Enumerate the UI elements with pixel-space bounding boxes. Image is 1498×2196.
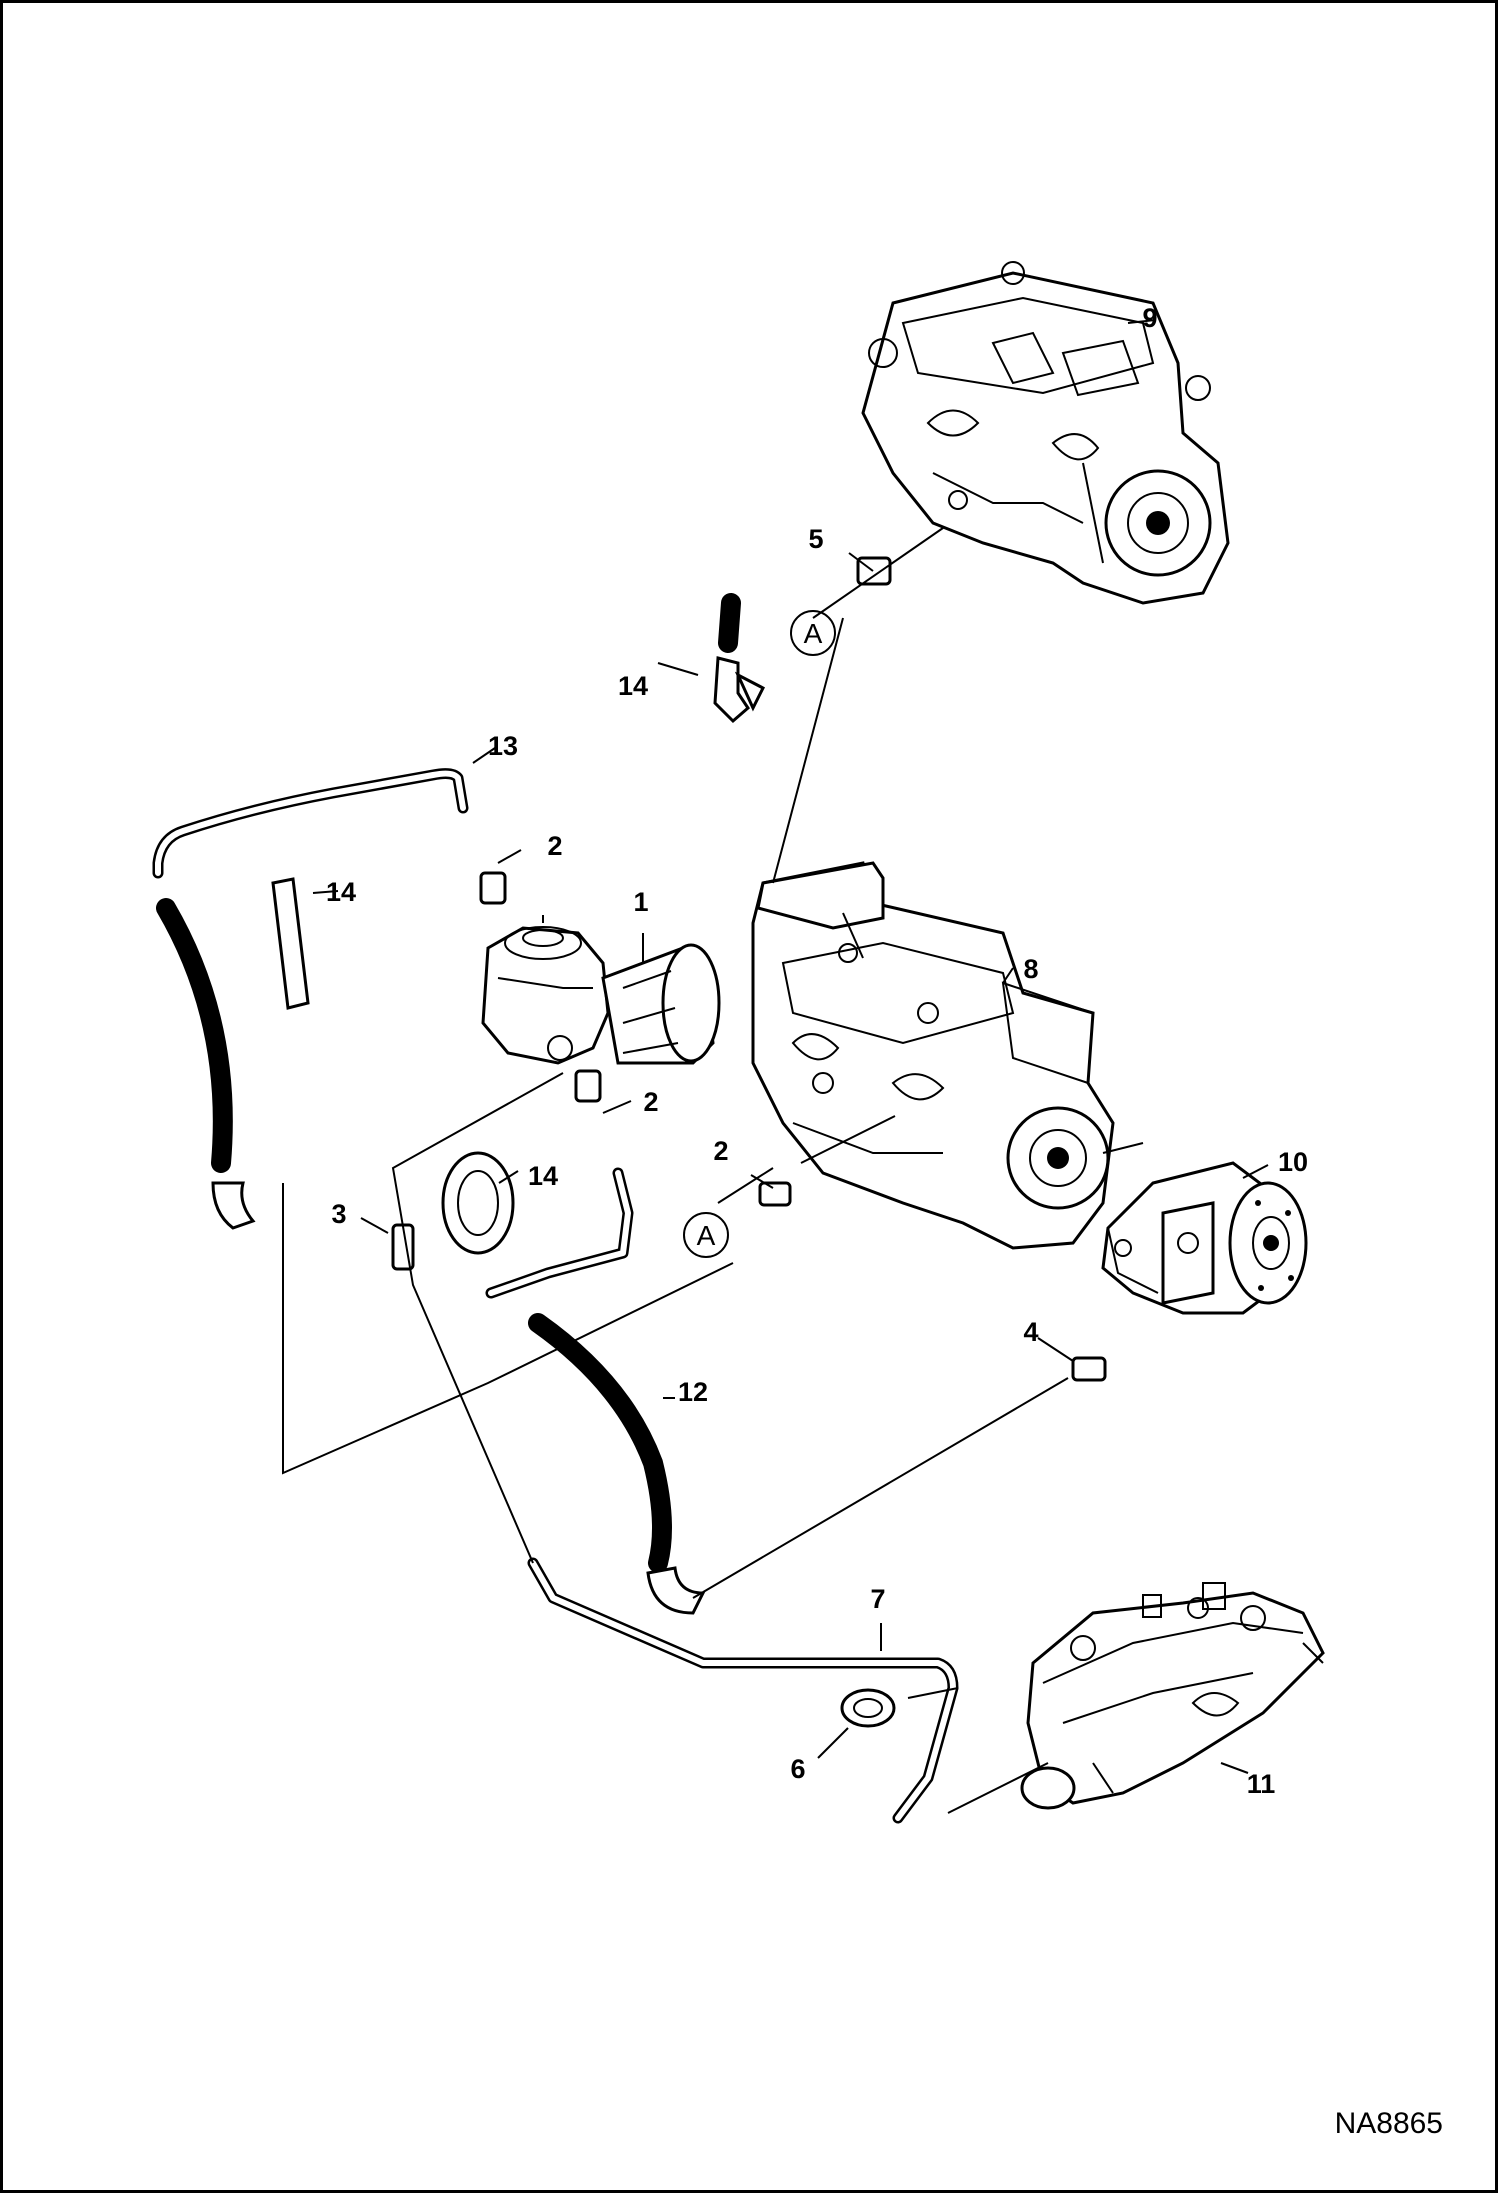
callout-5: 5	[808, 524, 823, 554]
callout-6: 6	[790, 1754, 805, 1784]
callout-14: 14	[528, 1161, 558, 1191]
parts-diagram: A A 1 2 2 2 3 4 5 6 7 8 9 10 11 12 13 14…	[152, 261, 1443, 2140]
callout-2: 2	[713, 1136, 728, 1166]
callout-11: 11	[1247, 1769, 1276, 1799]
figure-id: NA8865	[1335, 2107, 1443, 2140]
leader-lines	[282, 319, 1269, 1814]
callout-14: 14	[618, 671, 648, 701]
callout-2: 2	[643, 1087, 658, 1117]
gear-pump-with-filter-1	[481, 915, 721, 1065]
reference-marker-a-lower: A	[683, 1212, 729, 1258]
callout-7: 7	[870, 1584, 885, 1614]
control-valve-11	[1020, 1582, 1325, 1810]
reference-letter: A	[697, 1220, 716, 1251]
fittings	[271, 556, 1107, 1728]
hydrostatic-pump-9	[861, 261, 1230, 605]
fitting-2-right	[758, 1181, 792, 1207]
motor-10	[1101, 1161, 1308, 1315]
hoses-and-tubes	[152, 593, 959, 1824]
callout-10: 10	[1278, 1147, 1308, 1177]
callout-12: 12	[678, 1377, 708, 1407]
grommet-6	[840, 1688, 896, 1728]
grommet-14-middle	[441, 1151, 515, 1255]
callout-2: 2	[547, 831, 562, 861]
clamp-14-upper	[271, 877, 310, 1010]
fitting-5	[856, 556, 892, 586]
callout-8: 8	[1023, 954, 1038, 984]
fitting-2-middle	[574, 1069, 602, 1103]
reference-letter: A	[804, 618, 823, 649]
hydrostatic-pump-8	[751, 861, 1115, 1250]
fitting-2-upper	[479, 871, 507, 905]
callout-1: 1	[633, 887, 648, 917]
fitting-4	[1071, 1356, 1107, 1382]
callout-labels: 1 2 2 2 3 4 5 6 7 8 9 10 11 12 13 14 14 …	[326, 303, 1308, 1799]
callout-4: 4	[1023, 1317, 1038, 1347]
reference-marker-a-upper: A	[790, 610, 836, 656]
callout-13: 13	[488, 731, 518, 761]
callout-3: 3	[331, 1199, 346, 1229]
callout-14: 14	[326, 877, 356, 907]
callout-9: 9	[1142, 303, 1157, 333]
